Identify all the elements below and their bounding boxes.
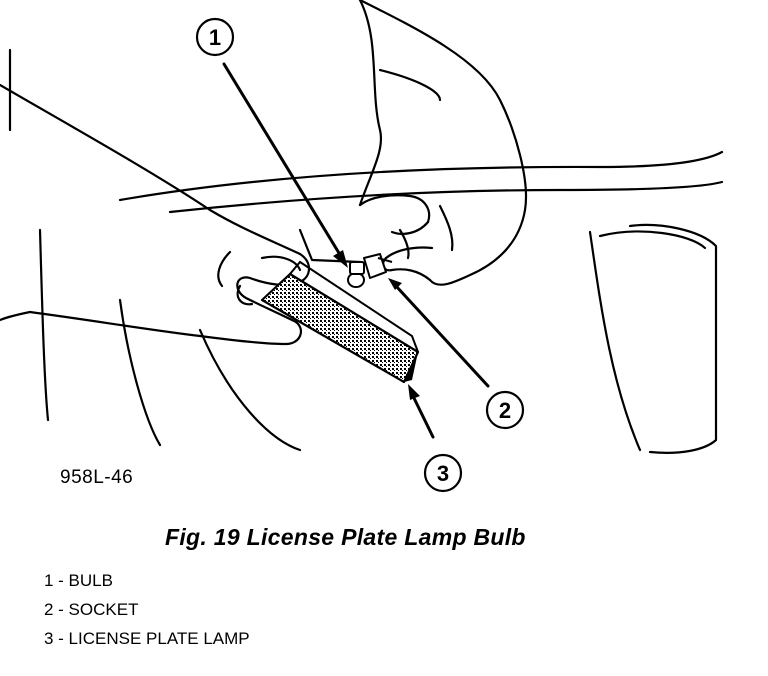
bulb-base	[349, 261, 365, 275]
upper-hand	[358, 0, 527, 286]
callout-1: 1	[195, 17, 235, 57]
figure-id: 958L-46	[60, 467, 134, 488]
legend-item-license-plate-lamp: 3 - LICENSE PLATE LAMP	[44, 629, 250, 648]
arrowhead-1	[333, 250, 348, 268]
callout-2: 2	[485, 390, 525, 430]
leader-arrowheads	[333, 250, 420, 400]
vehicle-body-outline	[8, 48, 724, 454]
legend-item-socket: 2 - SOCKET	[44, 600, 139, 619]
leader-line-2	[394, 284, 490, 388]
lower-hand	[0, 83, 311, 346]
arrowhead-2	[388, 278, 402, 290]
bulb-glass	[347, 272, 365, 288]
socket-body	[363, 253, 387, 279]
callout-2-number: 2	[499, 398, 511, 423]
callout-1-number: 1	[209, 25, 221, 50]
arrowhead-3	[408, 384, 420, 400]
leader-lines	[222, 62, 490, 439]
license-plate-lamp-illustration: 1 2 3	[0, 0, 724, 493]
callout-3-number: 3	[437, 461, 449, 486]
leader-line-3	[410, 392, 435, 439]
figure-caption: Fig. 19 License Plate Lamp Bulb	[165, 524, 526, 550]
legend: 1 - BULB 2 - SOCKET 3 - LICENSE PLATE LA…	[44, 566, 250, 653]
license-plate-lamp	[260, 260, 420, 384]
leader-line-1	[222, 62, 344, 260]
legend-item-bulb: 1 - BULB	[44, 571, 113, 590]
bulb-and-socket	[347, 253, 393, 288]
callout-3: 3	[423, 453, 463, 493]
